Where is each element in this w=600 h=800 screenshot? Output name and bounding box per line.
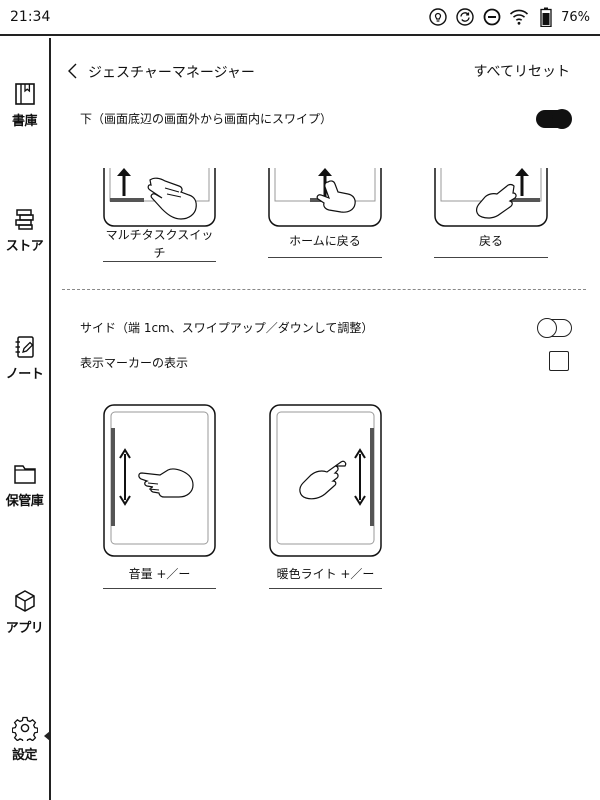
battery-icon <box>536 7 556 27</box>
warm-light-gesture-illustration <box>269 404 382 557</box>
multitask-gesture-illustration <box>103 168 216 227</box>
reset-all-button[interactable]: すべてリセット <box>473 64 570 80</box>
toggle-knob <box>537 317 557 338</box>
gesture-caption: 戻る <box>478 234 503 248</box>
toggle-knob <box>552 109 572 129</box>
active-indicator <box>44 731 50 741</box>
gesture-warm-light[interactable]: 暖色ライト +／ー <box>269 404 382 590</box>
status-time: 21:34 <box>10 9 51 25</box>
gesture-volume[interactable]: 音量 +／ー <box>103 404 216 590</box>
sidebar: 書庫 ストア ノート 保管庫 アプリ 設定 <box>0 38 51 800</box>
gear-icon <box>11 716 38 741</box>
side-swipe-toggle[interactable] <box>537 317 572 338</box>
folder-icon <box>13 465 36 484</box>
gesture-underline <box>268 257 382 258</box>
sidebar-item-storage[interactable]: 保管庫 <box>0 461 49 509</box>
show-marker-label: 表示マーカーの表示 <box>80 356 189 370</box>
sidebar-item-apps[interactable]: アプリ <box>0 588 49 636</box>
gesture-back[interactable]: 戻る <box>434 168 548 258</box>
gesture-caption: ホームに戻る <box>289 234 361 248</box>
gesture-home[interactable]: ホームに戻る <box>268 168 382 258</box>
status-icons: 76% <box>428 7 590 27</box>
sync-icon <box>455 7 475 27</box>
sidebar-item-label: ストア <box>5 239 44 254</box>
battery-percent: 76% <box>561 9 590 25</box>
gesture-multitask[interactable]: マルチタスクスイッ チ <box>103 168 216 262</box>
sidebar-item-label: 保管庫 <box>5 494 44 509</box>
gesture-caption-line2: チ <box>153 246 166 260</box>
gesture-caption: マルチタスクスイッ <box>105 228 214 242</box>
sidebar-item-library[interactable]: 書庫 <box>0 81 49 129</box>
book-icon <box>14 83 35 105</box>
show-marker-checkbox[interactable] <box>549 351 569 371</box>
gesture-caption: 音量 +／ー <box>128 567 191 581</box>
sidebar-item-label: 書庫 <box>11 114 38 129</box>
note-icon <box>15 336 34 358</box>
do-not-disturb-icon <box>482 7 502 27</box>
app-cube-icon <box>14 590 35 612</box>
gesture-underline <box>269 588 382 589</box>
gesture-underline <box>103 261 216 262</box>
page-title: ジェスチャーマネージャー <box>88 65 255 81</box>
gesture-underline <box>434 257 548 258</box>
wifi-icon <box>509 7 529 27</box>
page-header: ジェスチャーマネージャー すべてリセット <box>62 60 577 84</box>
bottom-swipe-label: 下（画面底辺の画面外から画面内にスワイプ） <box>80 112 333 126</box>
sidebar-item-label: ノート <box>5 367 44 382</box>
side-swipe-label: サイド（端 1cm、スワイプアップ／ダウンして調整） <box>80 321 374 335</box>
gesture-caption: 暖色ライト +／ー <box>276 567 375 581</box>
back-icon[interactable] <box>66 62 80 80</box>
bulb-icon <box>428 7 448 27</box>
status-bar: 21:34 76% <box>0 0 600 36</box>
sidebar-item-label: アプリ <box>5 621 44 636</box>
store-icon <box>14 209 34 230</box>
section-divider <box>62 289 586 290</box>
sidebar-item-settings[interactable]: 設定 <box>0 715 49 763</box>
gesture-underline <box>103 588 216 589</box>
sidebar-item-notes[interactable]: ノート <box>0 334 49 382</box>
home-gesture-illustration <box>268 168 382 227</box>
bottom-swipe-toggle[interactable] <box>536 109 572 129</box>
volume-gesture-illustration <box>103 404 216 557</box>
sidebar-item-store[interactable]: ストア <box>0 206 49 254</box>
back-gesture-illustration <box>434 168 548 227</box>
sidebar-item-label: 設定 <box>11 748 38 763</box>
